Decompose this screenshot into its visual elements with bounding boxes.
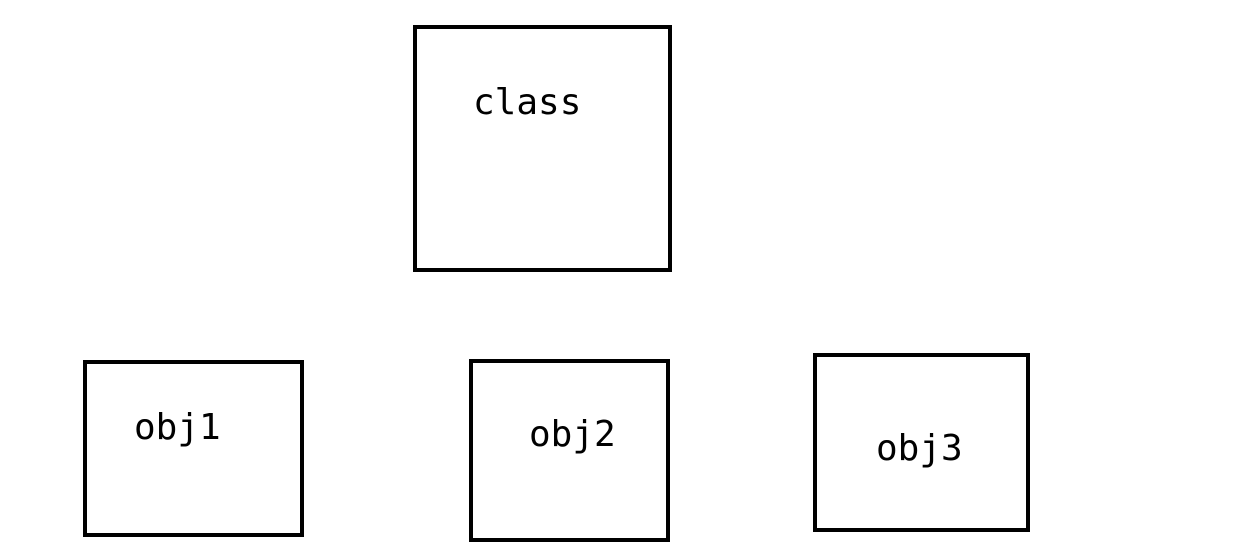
obj2-box: obj2 [469, 359, 670, 542]
class-box: class [413, 25, 672, 272]
obj1-box: obj1 [83, 360, 304, 537]
class-label: class [473, 82, 582, 123]
obj3-box: obj3 [813, 353, 1030, 532]
obj2-label: obj2 [529, 414, 616, 455]
obj3-label: obj3 [876, 428, 963, 469]
obj1-label: obj1 [134, 407, 221, 448]
